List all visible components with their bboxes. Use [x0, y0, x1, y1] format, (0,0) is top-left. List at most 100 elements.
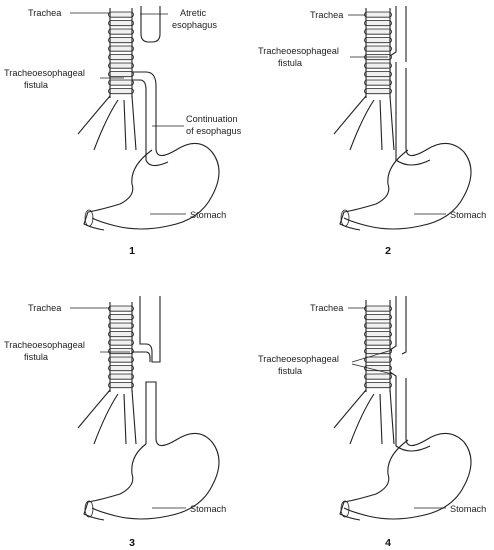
cartilage-ring: [108, 88, 134, 95]
cartilage-ring: [364, 373, 392, 380]
cartilage-ring: [108, 71, 134, 78]
atretic-label-2: esophagus: [172, 20, 217, 30]
trachea-rings: [364, 11, 392, 95]
atretic-esophagus: [140, 6, 161, 43]
upper-esophagus: [389, 296, 397, 351]
stomach-outline: [83, 149, 153, 231]
left-bronchus-inner: [93, 99, 119, 151]
cartilage-ring: [364, 62, 392, 69]
upper-esophagus-pouch: [139, 296, 161, 363]
cartilage-ring: [364, 314, 392, 321]
fistula-label-1: Tracheoesophageal: [258, 46, 339, 56]
cartilage-ring: [108, 54, 134, 61]
trachea-label: Trachea: [310, 10, 344, 20]
panel-number: 3: [129, 537, 135, 549]
cartilage-ring: [108, 20, 134, 27]
trachea-rings: [108, 11, 134, 95]
stomach-label: Stomach: [190, 504, 226, 514]
cartilage-ring: [108, 37, 134, 44]
atretic-label-1: Atretic: [180, 8, 206, 18]
cartilage-ring: [108, 348, 134, 355]
left-bronchus: [333, 389, 367, 429]
cartilage-ring: [108, 28, 134, 35]
cartilage-ring: [108, 356, 134, 363]
esophagus-lower-right: [343, 68, 472, 230]
fistula-label-1: Tracheoesophageal: [4, 340, 85, 350]
cartilage-ring: [108, 331, 134, 338]
stomach-label: Stomach: [450, 210, 486, 220]
cartilage-ring: [108, 373, 134, 380]
trachea-label: Trachea: [310, 303, 344, 313]
cartilage-ring: [364, 88, 392, 95]
cartilage-ring: [364, 382, 392, 389]
fistula-channel: [132, 351, 151, 362]
panel-number: 2: [385, 245, 391, 257]
cartilage-ring: [364, 79, 392, 86]
left-bronchus: [77, 389, 111, 429]
cartilage-ring: [108, 45, 134, 52]
cartilage-ring: [108, 62, 134, 69]
stomach-outline: [339, 149, 409, 231]
cartilage-ring: [364, 322, 392, 329]
fistula-label-2: fistula: [24, 352, 49, 362]
cartilage-ring: [108, 314, 134, 321]
cartilage-ring: [108, 382, 134, 389]
cartilage-ring: [108, 322, 134, 329]
cartilage-ring: [364, 331, 392, 338]
continuation-label-1: Continuation: [186, 114, 238, 124]
right-bronchus-inner: [123, 393, 127, 445]
fistula-label-2: fistula: [278, 58, 303, 68]
stomach-label: Stomach: [190, 210, 226, 220]
right-bronchus-inner: [379, 99, 383, 151]
pylorus: [340, 500, 350, 518]
right-bronchus: [131, 389, 137, 445]
fistula-label-2: fistula: [278, 366, 303, 376]
upper-esophagus: [389, 6, 397, 57]
panel-3: Trachea Tracheoesophageal fistula Stomac…: [4, 296, 226, 549]
cartilage-ring: [108, 339, 134, 346]
fistula-label-1: Tracheoesophageal: [258, 354, 339, 364]
trachea-label: Trachea: [28, 303, 62, 313]
cartilage-ring: [364, 28, 392, 35]
left-bronchus-inner: [93, 393, 119, 445]
stomach-outline: [339, 439, 409, 521]
upper-esophagus-right: [401, 296, 407, 355]
cartilage-ring: [108, 305, 134, 312]
pylorus: [84, 500, 94, 518]
panel-number: 4: [385, 537, 391, 549]
right-bronchus: [389, 389, 395, 445]
fistula-continuation-inner: [132, 79, 169, 167]
cartilage-ring: [364, 37, 392, 44]
trachea-rings: [108, 305, 134, 389]
left-bronchus: [77, 95, 111, 135]
cartilage-ring: [108, 365, 134, 372]
panel-1: Trachea Atretic esophagus Tracheoesophag…: [4, 6, 242, 257]
cartilage-ring: [364, 339, 392, 346]
continuation-label-2: of esophagus: [186, 126, 242, 136]
fistula-label-2: fistula: [24, 80, 49, 90]
right-bronchus: [389, 95, 395, 151]
fistula-label-1: Tracheoesophageal: [4, 68, 85, 78]
panel-4: Trachea Tracheoesophageal fistula Stomac…: [258, 296, 486, 549]
stomach-label: Stomach: [450, 504, 486, 514]
left-bronchus-inner: [349, 393, 375, 445]
cartilage-ring: [364, 356, 392, 363]
pylorus: [340, 209, 350, 227]
lower-esophagus-fistula: [389, 371, 431, 452]
right-bronchus-inner: [379, 393, 383, 445]
cartilage-ring: [364, 45, 392, 52]
cartilage-ring: [364, 11, 392, 18]
trachea-label: Trachea: [28, 8, 62, 18]
cartilage-ring: [108, 11, 134, 18]
stomach-outline: [83, 443, 147, 521]
esophagus-lower-left: [395, 62, 431, 166]
lower-esophagus-right: [343, 378, 472, 520]
cartilage-ring: [364, 305, 392, 312]
right-bronchus-inner: [123, 99, 127, 151]
left-bronchus-inner: [349, 99, 375, 151]
trachea-rings: [364, 305, 392, 389]
cartilage-ring: [108, 79, 134, 86]
cartilage-ring: [364, 20, 392, 27]
left-bronchus: [333, 95, 367, 135]
